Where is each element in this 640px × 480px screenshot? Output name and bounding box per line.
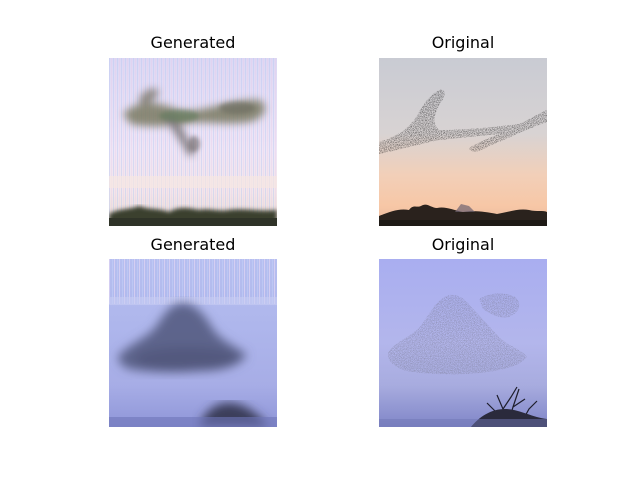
generated-image-murmuration-2 <box>109 259 277 427</box>
original-image-murmuration-1 <box>379 58 547 226</box>
original-image-murmuration-2 <box>379 259 547 427</box>
generated-image-murmuration-1 <box>109 58 277 226</box>
panel-title-top-left: Generated <box>150 33 236 52</box>
panel-title-bottom-right: Original <box>431 235 495 254</box>
panel-title-bottom-left: Generated <box>150 235 236 254</box>
panel-title-top-right: Original <box>431 33 495 52</box>
